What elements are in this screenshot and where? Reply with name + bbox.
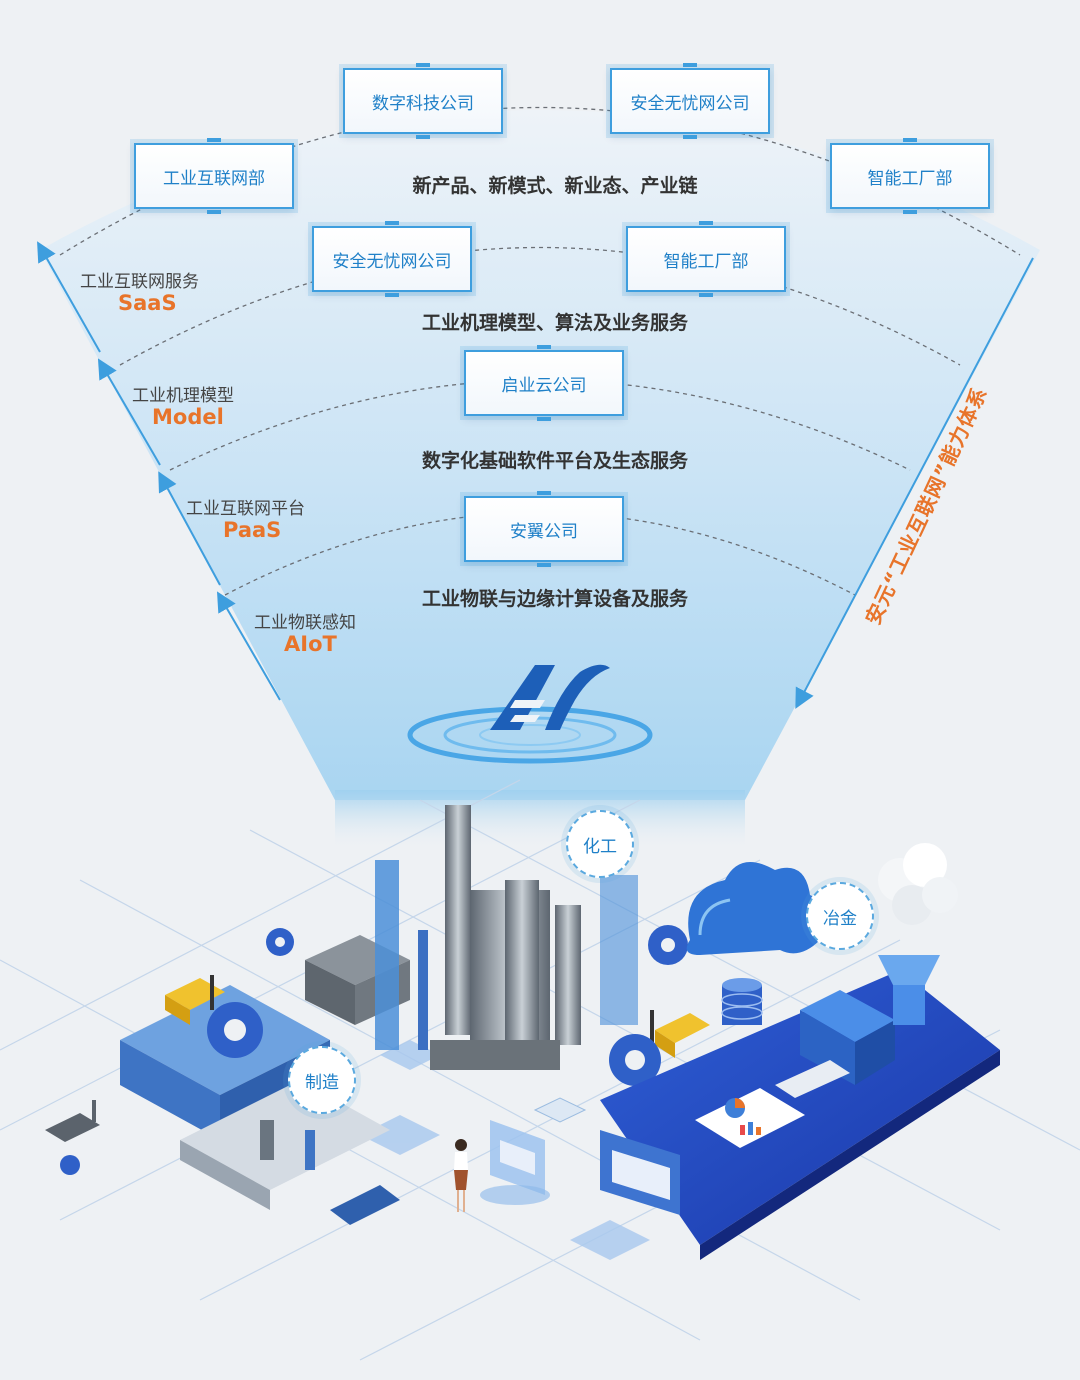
beam-fade <box>335 790 745 850</box>
layer-name-paas: 工业互联网平台 <box>186 499 305 519</box>
layer-name-saas: 工业互联网服务 <box>80 272 199 292</box>
industry-manufacturing-badge: 制造 <box>288 1046 356 1114</box>
node-digital-tech-company: 数字科技公司 <box>343 63 503 139</box>
person-figure <box>454 1139 468 1212</box>
node-smart-factory-dept-saas: 智能工厂部 <box>626 221 786 297</box>
company-logo <box>407 664 653 764</box>
layer-name-aiot: 工业物联感知 <box>254 613 356 633</box>
gears <box>60 925 688 1175</box>
node-safety-net-company-top: 安全无忧网公司 <box>610 63 770 139</box>
layer-code-saas: SaaS <box>118 291 177 315</box>
layer-code-paas: PaaS <box>223 518 282 542</box>
caption-model: 数字化基础软件平台及生态服务 <box>421 450 688 472</box>
left-arrows <box>37 241 281 701</box>
monitor-screens <box>480 1120 680 1215</box>
caption-saas: 工业机理模型、算法及业务服务 <box>421 312 688 334</box>
layer-name-model: 工业机理模型 <box>132 386 234 406</box>
forklift-right <box>650 1010 710 1058</box>
industry-metallurgy-badge: 冶金 <box>806 882 874 950</box>
right-arrow <box>795 257 1034 709</box>
node-anyi-company: 安翼公司 <box>464 491 624 567</box>
database-icon <box>721 978 763 1025</box>
cloud-icon <box>686 862 826 955</box>
node-qiyeyun-company: 启业云公司 <box>464 345 624 421</box>
analytics-dashboard-card <box>695 1088 805 1148</box>
industry-chemical-badge: 化工 <box>566 810 634 878</box>
node-safety-net-company-saas: 安全无忧网公司 <box>312 221 472 297</box>
layer-code-aiot: AIoT <box>284 632 337 656</box>
node-industrial-internet-dept: 工业互联网部 <box>134 138 294 214</box>
forklift-left <box>165 975 225 1025</box>
node-smart-factory-dept-top: 智能工厂部 <box>830 138 990 214</box>
layer-code-model: Model <box>152 405 224 429</box>
chemical-plant <box>305 805 638 1070</box>
chip-icon <box>533 1097 587 1123</box>
metallurgy-platform <box>600 843 1000 1260</box>
funnel-beam <box>40 110 1040 800</box>
caption-aiot: 工业物联与边缘计算设备及服务 <box>421 588 688 610</box>
caption-top: 新产品、新模式、新业态、产业链 <box>412 175 698 197</box>
